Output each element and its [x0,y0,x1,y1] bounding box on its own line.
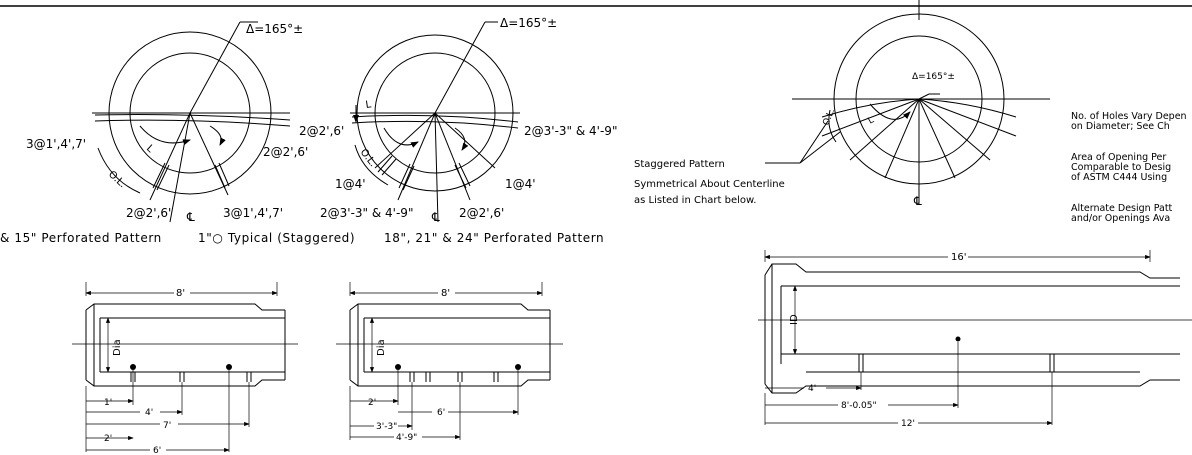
right-pipe-elevation: 16' ID 4' 8'-0.05" 12' [758,250,1192,429]
middle-hole-left-label: 2@2',6' [299,124,344,138]
middle-pipe-dia-label: Dia [376,339,387,356]
middle-hole-right-low-label: 1@4' [505,177,536,191]
right-pipe-dim-4: 4' [808,384,816,394]
note-area-line-1: Area of Opening Per [1071,152,1166,163]
middle-pipe-dim-2: 2' [368,398,376,408]
left-pipe-dim-2: 2' [104,434,112,444]
right-pipe-length-label: 16' [951,252,966,263]
middle-caption: 18", 21" & 24" Perforated Pattern [384,231,604,245]
middle-circle-section: Δ=165°± 2@2',6' 2@3'-3" & 4'-9" 1@4' 1@4… [198,16,617,245]
middle-bottom-left-label: 2@3'-3" & 4'-9" [320,206,413,220]
left-pipe-dim-1: 1' [104,398,112,408]
left-hole-right-label: 2@2',6' [263,145,308,159]
middle-pipe-dim-3-3: 3'-3" [376,422,397,432]
middle-pipe-dim-6: 6' [437,408,445,418]
left-delta-label: Δ=165°± [246,22,303,36]
staggered-note-line-1: Staggered Pattern [634,159,725,170]
staggered-note-line-2: Symmetrical About Centerline [634,179,785,190]
right-pipe-dim-8: 8'-0.05" [841,401,877,411]
left-hole-left-label: 3@1',4',7' [26,137,86,151]
note-holes-line-2: on Diameter; See Ch [1071,121,1170,132]
left-pipe-elevation: 8' Dia 1' 4' 7' 2' 6' [72,282,298,455]
left-bottom-right-label: 3@1',4',7' [223,206,283,220]
notes-section: No. of Holes Vary Depen on Diameter; See… [1071,111,1187,224]
left-pipe-dim-6: 6' [153,446,161,455]
left-circle-section: Δ=165°± 3@1',4',7' 2@2',6' 2@2',6' 3@1',… [0,21,308,245]
note-alt-line-1: Alternate Design Patt [1071,203,1173,214]
left-pipe-length-label: 8' [176,288,185,299]
right-ol-label: O.L. [822,107,838,127]
note-area-line-3: of ASTM C444 Using [1071,172,1167,183]
note-alt-line-2: and/or Openings Ava [1071,213,1170,224]
middle-hole-left-low-label: 1@4' [335,177,366,191]
right-circle-section: Δ=165°± O.L. L ℄ Staggered Pattern Symme… [634,0,1050,208]
note-area-line-2: Comparable to Desig [1071,162,1171,173]
middle-hole-right-label: 2@3'-3" & 4'-9" [524,124,617,138]
middle-bottom-right-label: 2@2',6' [459,206,504,220]
right-pipe-dim-12: 12' [901,419,915,429]
middle-pipe-elevation: 8' Dia 2' 6' 3'-3" 4'-9" [336,282,563,443]
middle-pipe-dim-4-9: 4'-9" [396,433,417,443]
middle-pipe-length-label: 8' [441,288,450,299]
left-centerline-symbol: ℄ [186,210,195,224]
middle-l-label: L [365,99,372,111]
left-caption: & 15" Perforated Pattern [0,231,162,245]
left-pipe-dim-4: 4' [145,408,153,418]
left-ol-label: O.L. [106,169,128,190]
middle-delta-label: Δ=165°± [500,16,557,30]
right-l-label: L [867,115,876,126]
left-pipe-dia-label: Dia [112,339,123,356]
note-holes-line-1: No. of Holes Vary Depen [1071,111,1187,122]
left-bottom-left-label: 2@2',6' [126,206,171,220]
right-pipe-id-label: ID [789,314,800,325]
left-pipe-dim-7: 7' [163,421,171,431]
staggered-note-line-3: as Listed in Chart below. [634,195,756,206]
right-delta-label: Δ=165°± [912,72,955,82]
typical-hole-note: 1"○ Typical (Staggered) [198,231,355,245]
left-l-label: L [144,143,156,155]
middle-centerline-symbol: ℄ [431,210,440,224]
right-centerline-symbol: ℄ [913,194,922,208]
